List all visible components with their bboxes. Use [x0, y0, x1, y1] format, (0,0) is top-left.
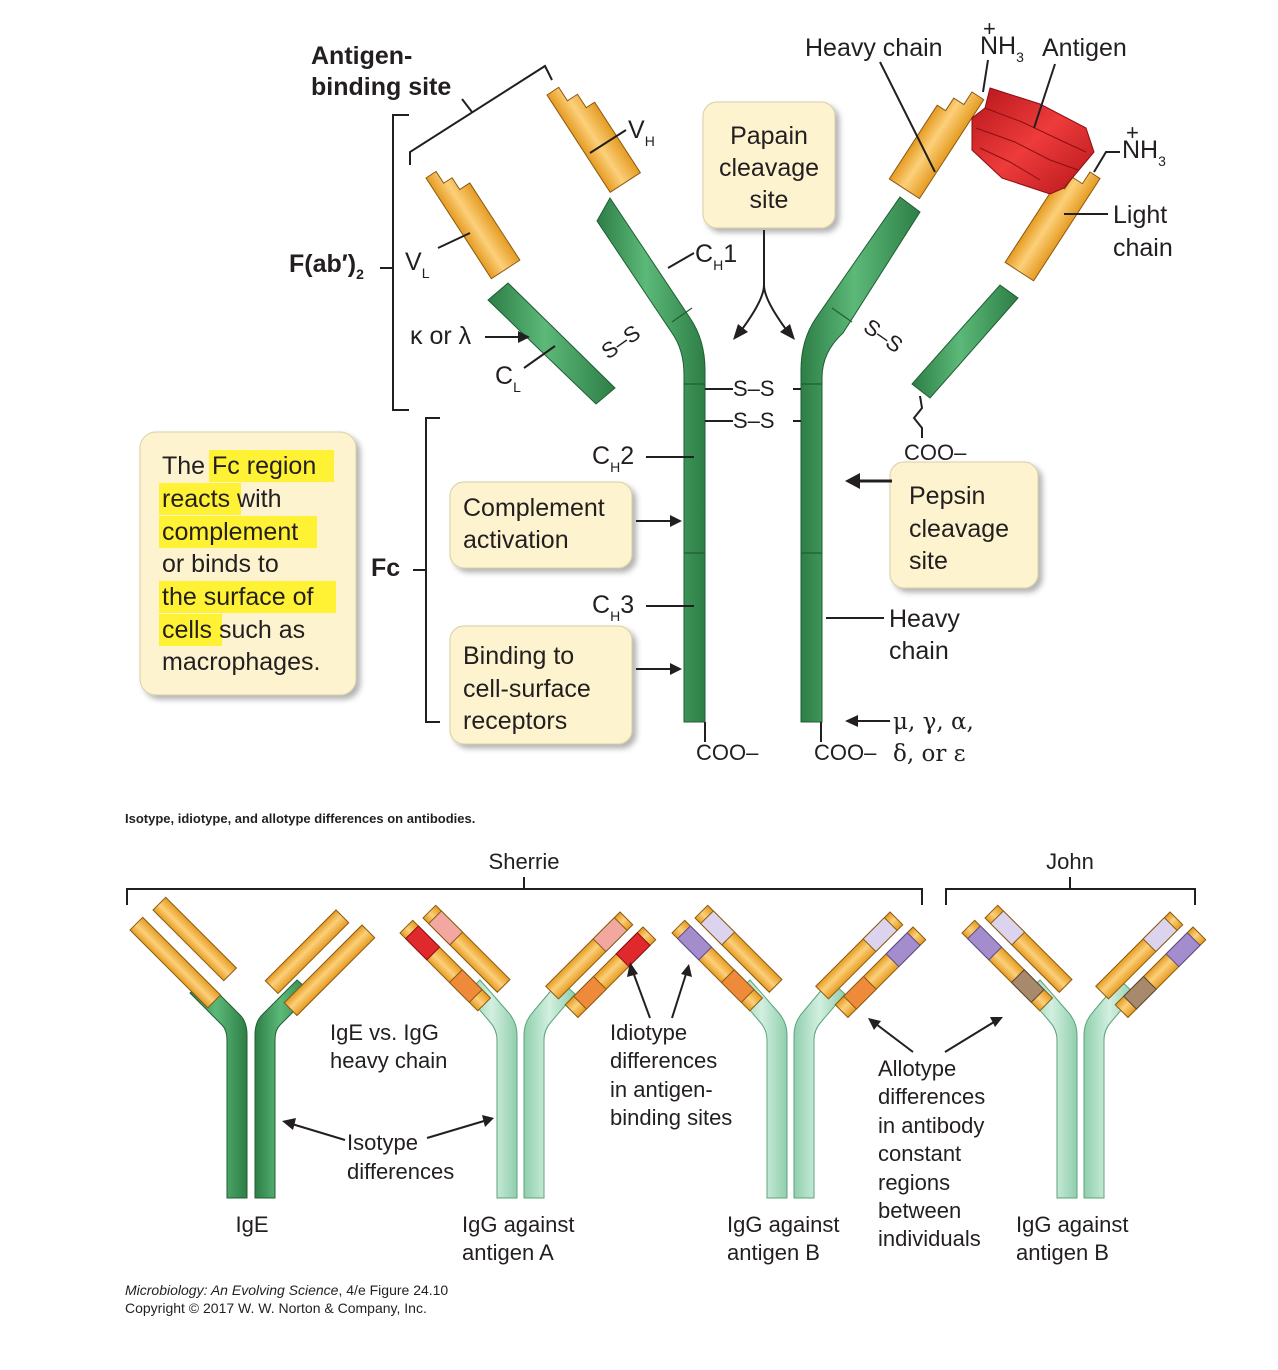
footer-copyright: Copyright © 2017 W. W. Norton & Company,… [125, 1300, 427, 1316]
coo-right-label: COO– [904, 440, 967, 465]
papain-label-3: site [750, 186, 789, 214]
vh-left-variable [546, 86, 642, 193]
kappa-lambda-label: κ or λ [410, 322, 472, 350]
light-chain-label-1: Light [1113, 201, 1167, 229]
light-chain-label-2: chain [1113, 234, 1173, 262]
allotype-diff-label-2: differences [878, 1084, 985, 1109]
fc-note-line-5: the surface of [162, 583, 314, 611]
svg-text:S–S: S–S [859, 314, 907, 358]
papain-label-2: cleavage [719, 154, 819, 182]
antigen-binding-site-label-2: binding site [311, 73, 451, 101]
allotype-diff-label-1: Allotype [878, 1056, 956, 1081]
ch3-label: CH3 [592, 591, 634, 624]
fc-note-line-1: The Fc region [162, 452, 316, 480]
footer-source: Microbiology: An Evolving Science, 4/e F… [125, 1281, 448, 1299]
isotypes-label-2: δ, or ε [893, 741, 966, 767]
nh3-top-plus: + [983, 16, 996, 41]
vl-label: VL [405, 248, 430, 281]
fc-note-line-6: cells such as [162, 616, 305, 644]
igg-b1-label-1: IgG against [727, 1212, 840, 1237]
fc-note-line-3: complement [162, 518, 298, 546]
complement-box [449, 481, 633, 569]
antibody-igg-b-sherrie [671, 904, 927, 1199]
fc-note-line-7: macrophages. [162, 648, 320, 676]
binding-label-3: receptors [463, 707, 567, 735]
antigen-label: Antigen [1042, 34, 1127, 62]
igg-a-label-1: IgG against [462, 1212, 575, 1237]
isotype-diff-label-1: Isotype [347, 1130, 418, 1155]
igg-a-label-2: antigen A [462, 1240, 554, 1265]
ige-vs-igg-label-1: IgE vs. IgG [330, 1020, 439, 1045]
antibody-igg-b-john [961, 904, 1207, 1199]
fc-note-line-4: or binds to [162, 550, 279, 578]
papain-box [702, 101, 836, 229]
allotype-diff-label-7: individuals [878, 1226, 981, 1251]
igg-b1-label-2: antigen B [727, 1240, 820, 1265]
cl-label: CL [495, 362, 521, 395]
footer-edition: , 4/e Figure 24.10 [338, 1282, 449, 1298]
igg-b2-label-1: IgG against [1016, 1212, 1129, 1237]
fc-label: Fc [371, 554, 400, 582]
disulfide-bonds: S–S S–S S–S S–S [597, 314, 908, 433]
binding-label-1: Binding to [463, 642, 574, 670]
allotype-diff-label-6: between [878, 1198, 961, 1223]
john-label: John [1046, 849, 1094, 874]
vh-label: VH [628, 116, 655, 149]
allotype-diff-label-5: regions [878, 1170, 950, 1195]
heavy-chain-top-label: Heavy chain [805, 34, 943, 62]
ige-vs-igg-label-2: heavy chain [330, 1048, 447, 1073]
isotype-diff-label-2: differences [347, 1159, 454, 1184]
complement-label-1: Complement [463, 494, 605, 522]
vl-left-variable [425, 170, 521, 280]
antigen-binding-site-label-1: Antigen- [311, 42, 412, 70]
complement-label-2: activation [463, 526, 569, 554]
papain-label-1: Papain [730, 122, 808, 150]
fab2-label: F(ab′)2 [289, 250, 364, 282]
figure-footer: Microbiology: An Evolving Science, 4/e F… [125, 1281, 448, 1317]
pepsin-box [889, 461, 1039, 589]
isotypes-label-1: μ, γ, α, [893, 709, 974, 735]
fc-note-line-2: reacts with [162, 485, 282, 513]
igg-b2-label-2: antigen B [1016, 1240, 1109, 1265]
antibody-igg-a [399, 904, 657, 1199]
idiotype-diff-label-4: binding sites [610, 1105, 732, 1130]
pepsin-label-1: Pepsin [909, 482, 985, 510]
antigen-shape [971, 87, 1095, 195]
coo-left-label: COO– [696, 740, 759, 765]
idiotype-diff-label-1: Idiotype [610, 1020, 687, 1045]
antibody-structure-diagram: Antigen- binding site F(ab′)2 VH VL CH1 … [139, 16, 1173, 767]
idiotype-diff-label-2: differences [610, 1048, 717, 1073]
svg-text:S–S: S–S [733, 408, 775, 433]
pepsin-label-2: cleavage [909, 515, 1009, 543]
antibody-variation-diagram: Sherrie John [126, 849, 1207, 1265]
heavy-chain-mid-label-1: Heavy [889, 605, 960, 633]
sherrie-label: Sherrie [489, 849, 560, 874]
allotype-diff-label-3: in antibody [878, 1113, 984, 1138]
ige-label: IgE [235, 1212, 268, 1237]
figure-caption: Isotype, idiotype, and allotype differen… [125, 811, 476, 826]
coo-mid-label: COO– [814, 740, 877, 765]
heavy-chain-mid-label-2: chain [889, 637, 949, 665]
nh3-right-label: NH3 [1122, 136, 1166, 169]
idiotype-diff-label-3: in antigen- [610, 1077, 713, 1102]
nh3-top-label: NH3 [980, 32, 1024, 65]
light-chain-left-constant [487, 282, 616, 405]
allotype-diff-label-4: constant [878, 1141, 961, 1166]
ch1-label: CH1 [695, 240, 737, 273]
vh-right-variable [888, 91, 985, 200]
light-chain-right-constant [911, 284, 1019, 399]
heavy-chain-left-constant [596, 197, 706, 723]
binding-label-2: cell-surface [463, 675, 591, 703]
pepsin-label-3: site [909, 547, 948, 575]
nh3-right-plus: + [1126, 120, 1139, 145]
ch2-label: CH2 [592, 442, 634, 475]
binding-box [449, 625, 633, 745]
antibody-ige [129, 896, 376, 1199]
svg-text:S–S: S–S [597, 320, 645, 364]
footer-book-title: Microbiology: An Evolving Science [125, 1282, 339, 1298]
svg-text:S–S: S–S [733, 376, 775, 401]
